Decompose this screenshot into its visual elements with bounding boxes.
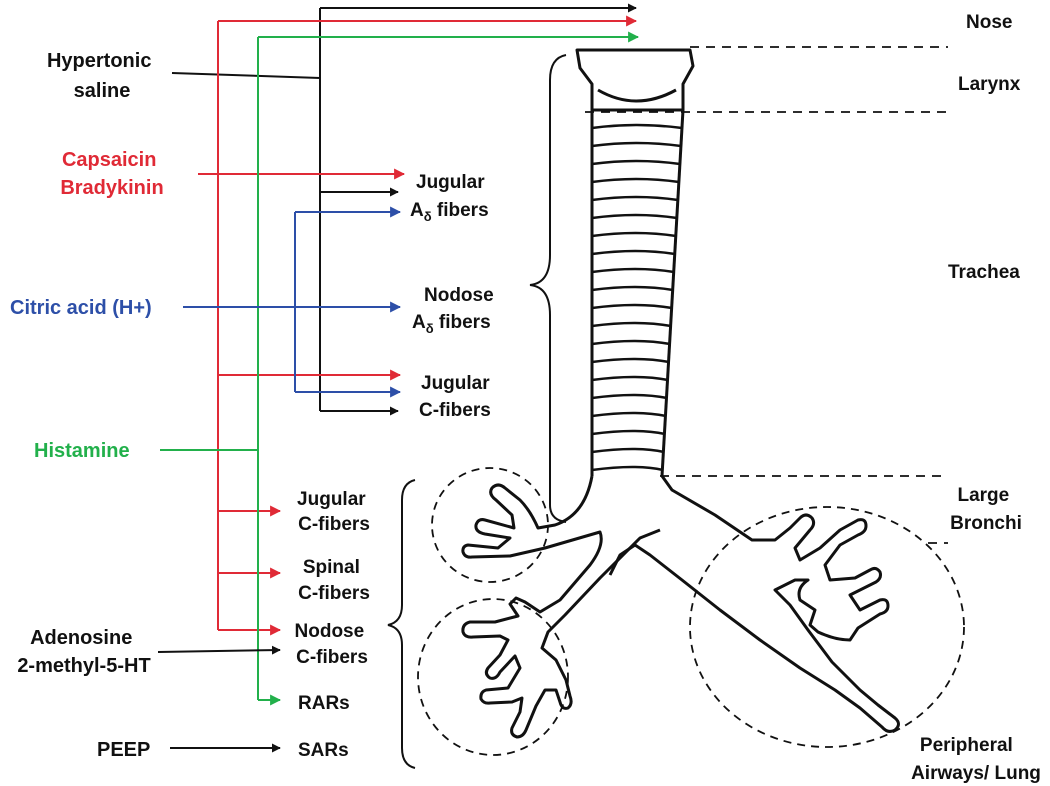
trachea-label: Trachea: [948, 262, 1020, 283]
spinal-c-label: Spinal C-fibers: [298, 557, 370, 604]
nose-label: Nose: [966, 12, 1012, 33]
peripheral-airways-label: Peripheral Airways/ Lung: [911, 735, 1041, 784]
jugular-c-upper-label: Jugular C-fibers: [419, 373, 495, 421]
airway-illustration: [461, 48, 900, 739]
adenosine-peep-connectors: [157, 645, 281, 753]
adenosine-label: Adenosine 2-methyl-5-HT: [17, 627, 150, 677]
trachea-rings: [591, 123, 683, 472]
histamine-connectors: [160, 31, 640, 706]
lower-brace: [387, 479, 416, 769]
hypertonic-saline-connectors: [171, 3, 637, 416]
citric-acid-connectors: [183, 206, 402, 398]
histamine-label: Histamine: [34, 440, 130, 462]
capsaicin-bradykinin-label: Capsaicin Bradykinin: [60, 149, 163, 199]
peep-label: PEEP: [97, 739, 150, 761]
left-bronchial-tree: [461, 475, 661, 739]
rars-label: RARs: [298, 693, 350, 714]
capsaicin-connectors: [198, 15, 638, 636]
jugular-c-lower-label: Jugular C-fibers: [297, 489, 371, 535]
nodose-adelta-label: Nodose Aδ fibers: [412, 285, 499, 336]
jugular-adelta-label: Jugular Aδ fibers: [410, 172, 490, 224]
trachea-brace: [529, 54, 567, 523]
nodose-c-label: Nodose C-fibers: [295, 621, 370, 668]
hypertonic-saline-label: Hypertonic saline: [47, 50, 157, 102]
right-bronchial-tree: [608, 475, 900, 733]
citric-acid-label: Citric acid (H+): [10, 297, 152, 319]
delta-subscript: δ: [424, 209, 432, 224]
sars-label: SARs: [298, 740, 349, 761]
region-separators: [585, 46, 948, 544]
delta-subscript: δ: [426, 321, 434, 336]
large-bronchi-label: Large Bronchi: [950, 485, 1022, 534]
larynx-label: Larynx: [958, 74, 1021, 95]
region-circles: [417, 467, 965, 756]
